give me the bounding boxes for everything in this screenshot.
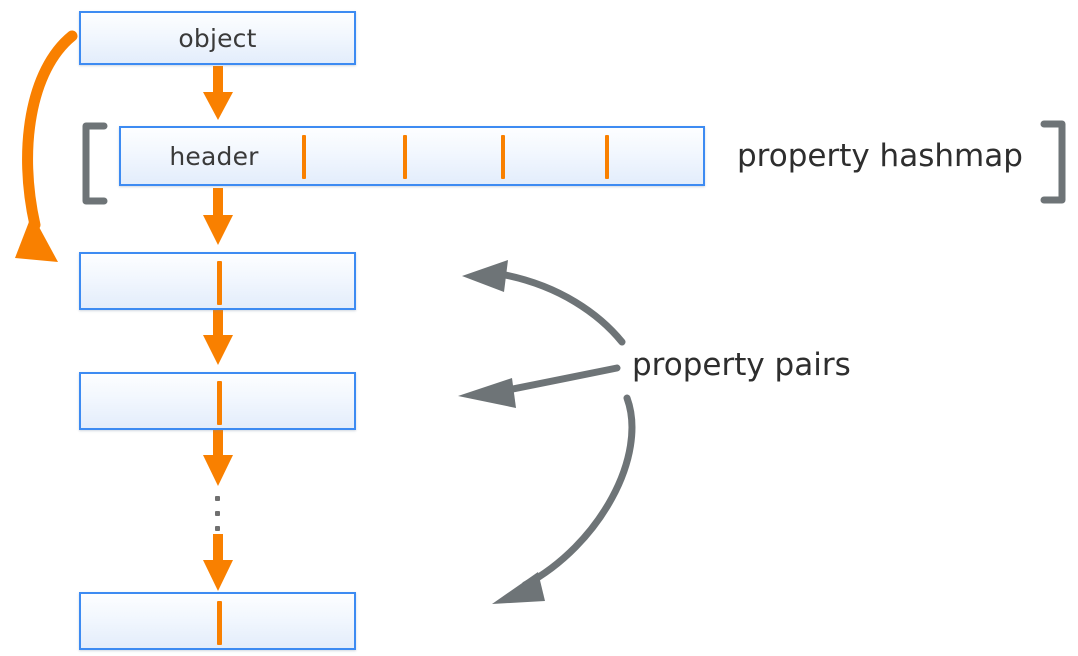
orange-arrow-pair2-to-ellipsis	[203, 430, 233, 486]
gray-callout-arrow-upper	[462, 260, 626, 346]
orange-arrow-ellipsis-to-last-pair	[203, 534, 233, 591]
property-hashmap-box[interactable]: header	[119, 126, 705, 186]
gray-callout-arrow-lower	[492, 394, 636, 604]
left-bracket	[82, 122, 108, 205]
orange-arrow-hashmap-to-pair1	[203, 188, 233, 245]
property-pair-divider-3	[217, 601, 222, 645]
property-pair-box-2[interactable]	[79, 372, 356, 430]
hashmap-slot-tick-1	[302, 135, 306, 179]
right-bracket	[1040, 120, 1066, 204]
property-hashmap-annotation: property hashmap	[737, 138, 1023, 174]
header-cell: header	[121, 128, 307, 184]
orange-curved-arrow-object-to-pair	[15, 30, 78, 262]
property-pair-box-1[interactable]	[79, 252, 356, 310]
gray-callout-arrow-middle	[458, 364, 621, 408]
object-box-label: object	[178, 23, 257, 53]
orange-arrow-pair1-to-pair2	[203, 310, 233, 365]
hashmap-slot-tick-3	[501, 135, 505, 179]
ellipsis-dot-1	[215, 496, 220, 501]
property-pair-divider-2	[217, 381, 222, 425]
header-label: header	[169, 141, 259, 171]
property-pair-box-3[interactable]	[79, 592, 356, 650]
orange-arrow-object-to-hashmap	[203, 66, 233, 120]
hashmap-slot-tick-2	[403, 135, 407, 179]
hashmap-slot-tick-4	[605, 135, 609, 179]
property-pair-divider-1	[217, 261, 222, 305]
ellipsis-dot-2	[215, 511, 220, 516]
ellipsis-dot-3	[215, 526, 220, 531]
property-pairs-annotation: property pairs	[632, 347, 851, 383]
object-box[interactable]: object	[79, 11, 356, 65]
